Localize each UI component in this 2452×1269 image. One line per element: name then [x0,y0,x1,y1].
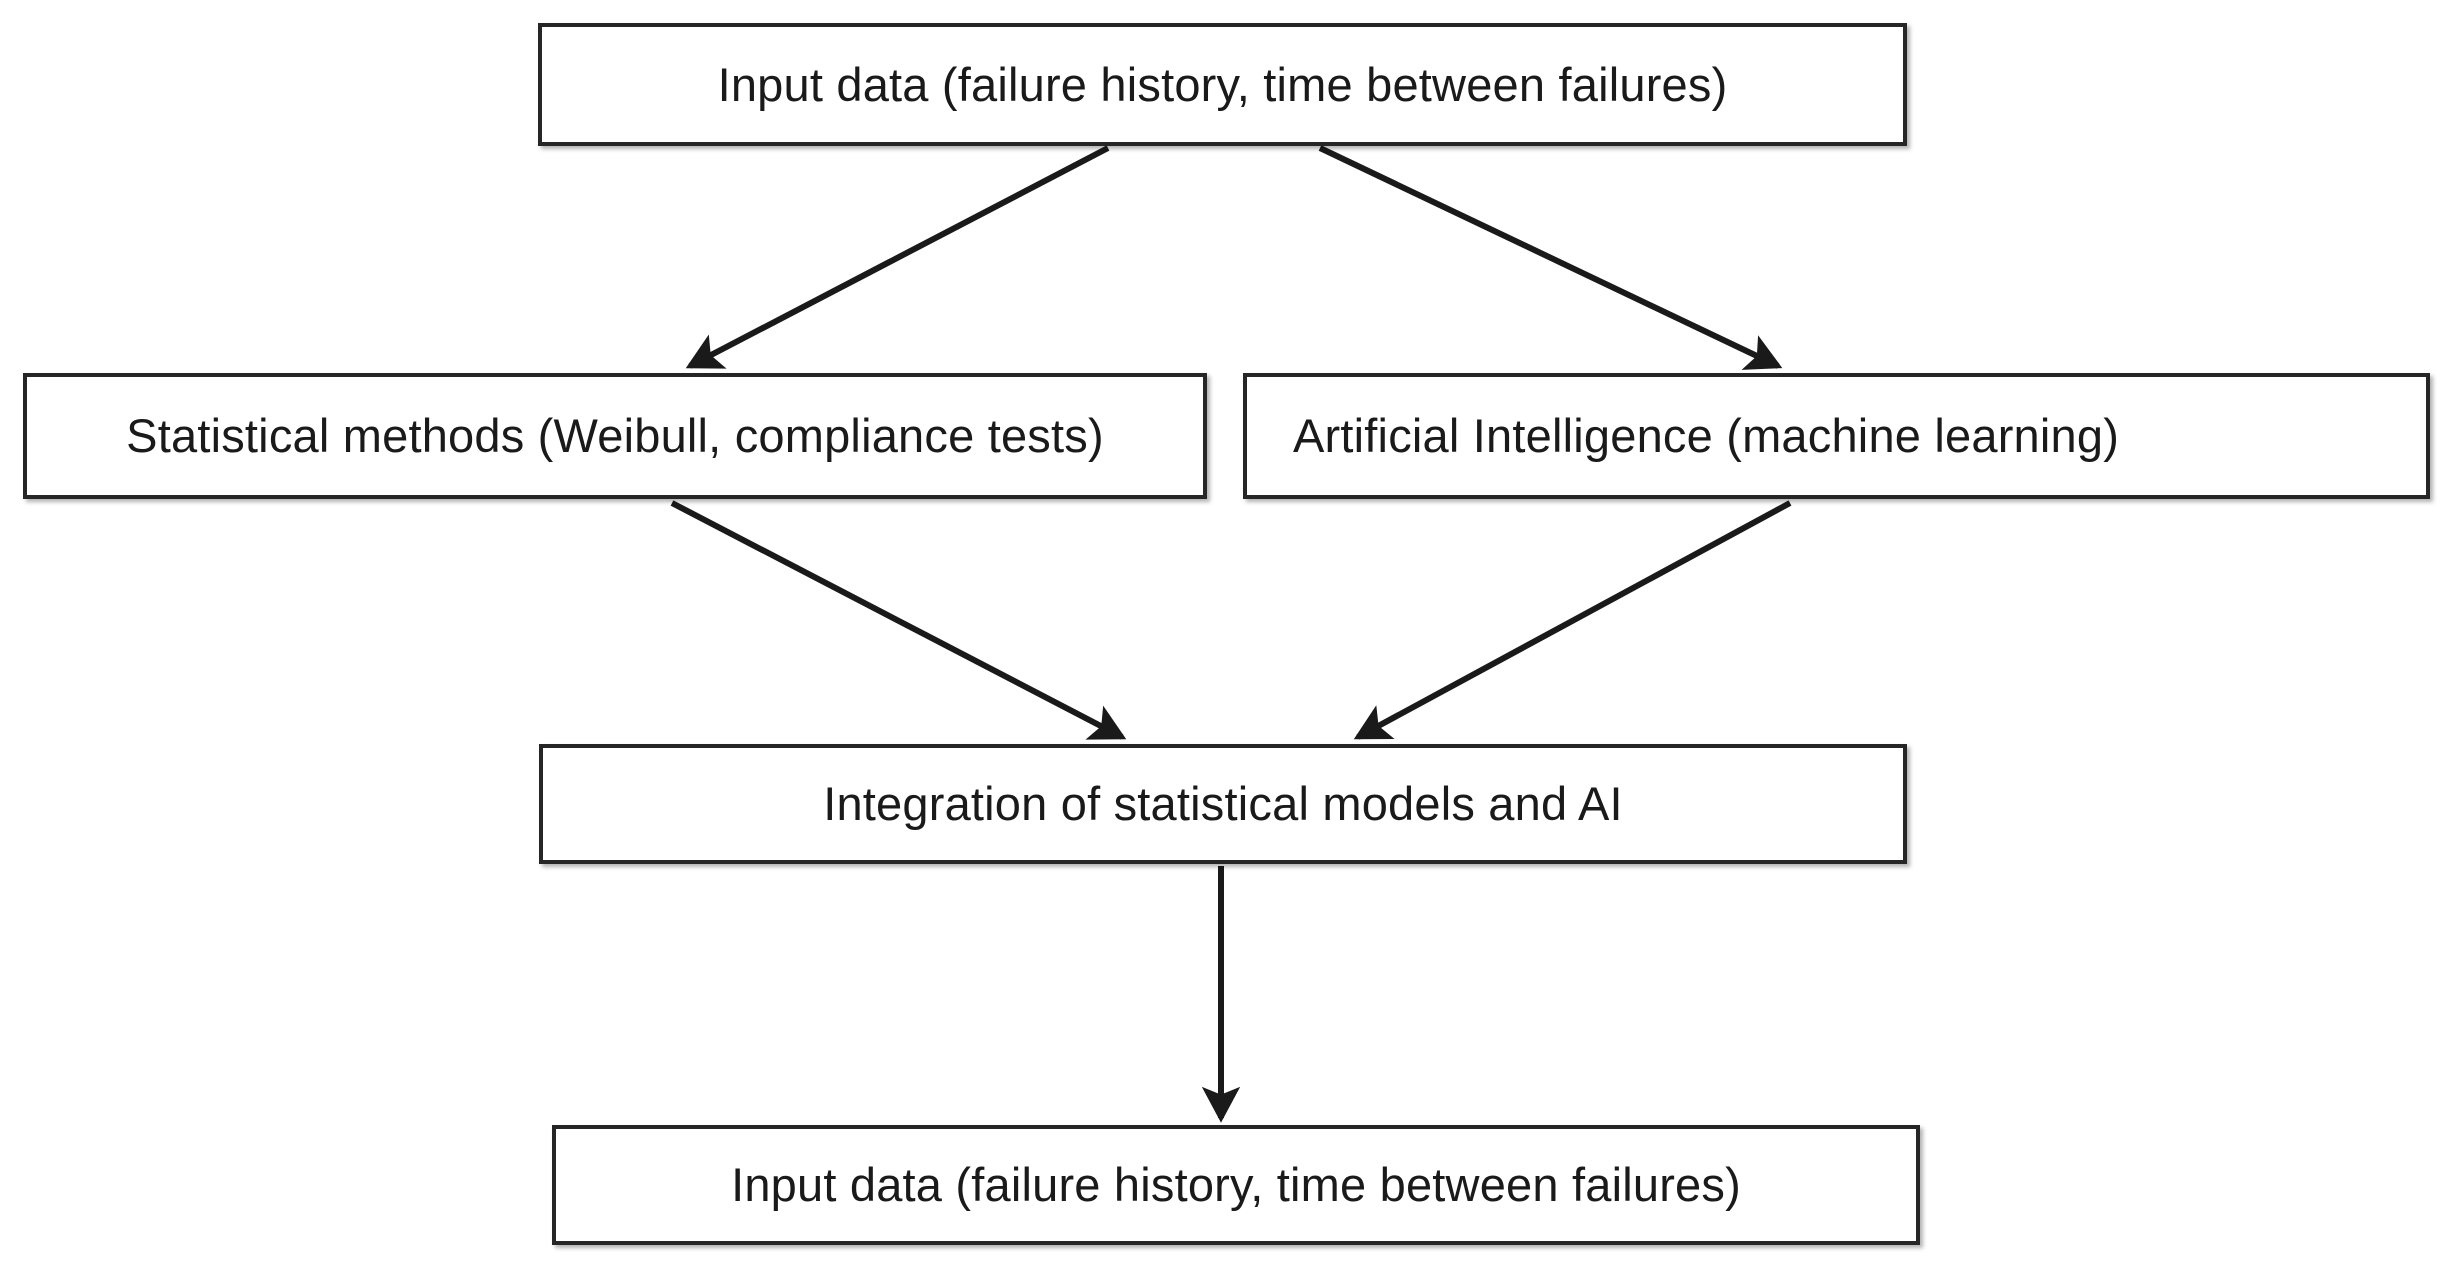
node-label-artificial-intelligence: Artificial Intelligence (machine learnin… [1293,409,2120,463]
node-label-statistical-methods: Statistical methods (Weibull, compliance… [126,409,1104,463]
node-integration[interactable]: Integration of statistical models and AI [539,744,1907,864]
node-label-integration: Integration of statistical models and AI [823,777,1623,831]
node-statistical-methods[interactable]: Statistical methods (Weibull, compliance… [23,373,1207,499]
edge-ai-to-integration [1353,500,1792,740]
node-artificial-intelligence[interactable]: Artificial Intelligence (machine learnin… [1243,373,2430,499]
node-input-data-output[interactable]: Input data (failure history, time betwee… [552,1125,1920,1245]
edge-input-to-statistical [685,145,1110,369]
node-label-input-data-output: Input data (failure history, time betwee… [731,1158,1741,1212]
node-label-input-data-top: Input data (failure history, time betwee… [717,57,1728,111]
edge-statistical-to-integration [670,500,1127,740]
edge-input-to-ai [1318,145,1783,370]
node-input-data-top[interactable]: Input data (failure history, time betwee… [538,23,1907,146]
